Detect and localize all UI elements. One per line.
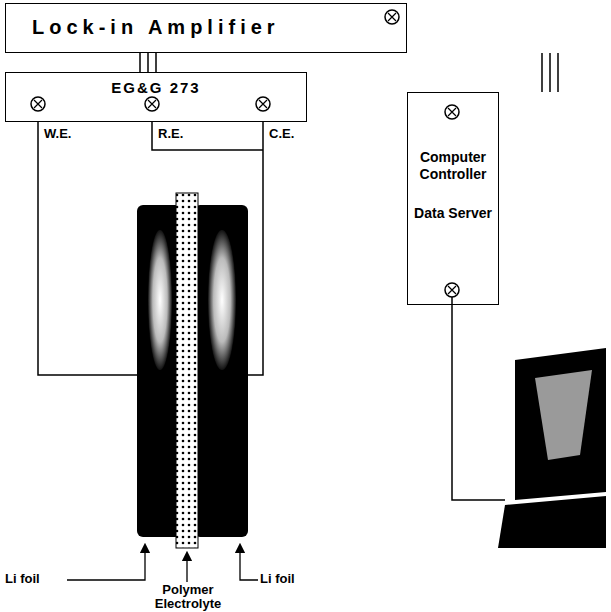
box-label: Computer Controller [411, 149, 495, 183]
box-label: EG&G 273 [9, 79, 303, 97]
part-label: Li foil [260, 572, 322, 586]
electrode-label: R.E. [158, 127, 218, 141]
instrument-box: Lock-in Amplifier [5, 3, 407, 53]
electrode-label: C.E. [269, 127, 329, 141]
li-foil-plate [137, 205, 181, 537]
potentiostat-box: EG&G 273 [5, 72, 307, 122]
foil-glow [208, 230, 236, 370]
cable [140, 53, 156, 72]
part-label: Li foil [5, 572, 67, 586]
controller-box: Computer ControllerData Server [407, 92, 499, 305]
box-label: Lock-in Amplifier [32, 15, 280, 39]
laptop-cable [452, 297, 505, 500]
li-foil-plate [194, 205, 248, 537]
polymer-electrolyte [176, 193, 198, 548]
cable [542, 53, 558, 92]
leader-arrow [66, 548, 258, 582]
box-label: Data Server [411, 205, 495, 222]
foil-glow [148, 230, 172, 370]
part-label: Polymer Electrolyte [140, 583, 236, 610]
laptop-icon [498, 348, 606, 548]
electrode-label: W.E. [44, 127, 104, 141]
